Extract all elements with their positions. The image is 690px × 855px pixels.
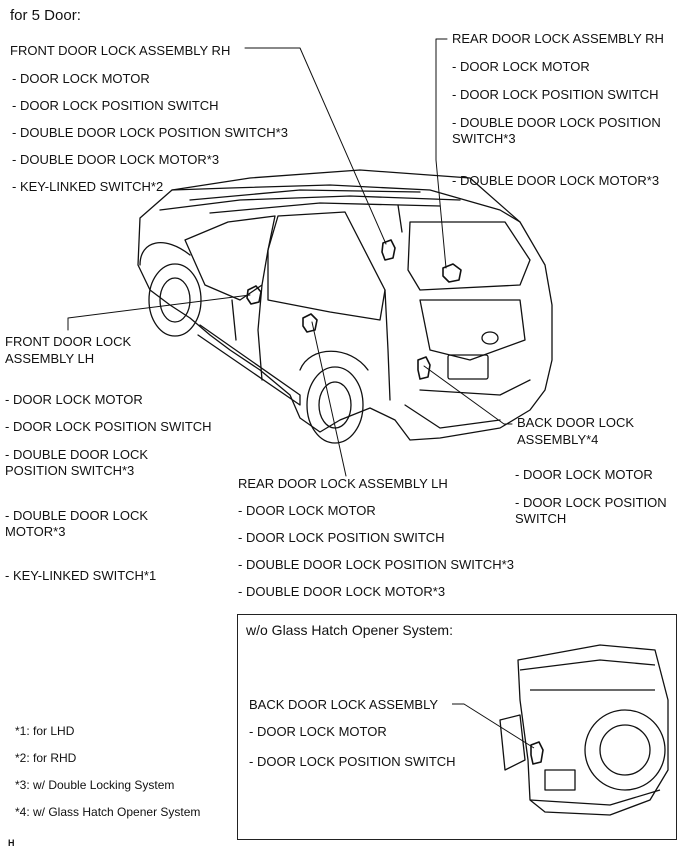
leader-front-rh: [244, 47, 387, 245]
spare-tire: [584, 709, 666, 791]
rear-rh-item: - DOOR LOCK POSITION SWITCH: [452, 87, 659, 102]
page-heading: for 5 Door:: [10, 7, 81, 24]
back-door-item: - DOOR LOCK MOTOR: [515, 467, 653, 482]
rear-lh-item: - DOOR LOCK MOTOR: [238, 503, 376, 518]
back-door-title: BACK DOOR LOCK ASSEMBLY*4: [517, 415, 635, 447]
front-lh-item: - KEY-LINKED SWITCH*1: [5, 568, 157, 583]
front-rh-item: - DOOR LOCK POSITION SWITCH: [12, 98, 219, 113]
suv-roof: [171, 184, 521, 223]
front-rh-lock: [381, 239, 396, 261]
rear-rh-item: - DOUBLE DOOR LOCK POSITION SWITCH*3: [452, 115, 661, 146]
leader-back-door: [423, 365, 513, 425]
front-lh-item: - DOOR LOCK POSITION SWITCH: [5, 419, 212, 434]
rear-lh-item: - DOOR LOCK POSITION SWITCH: [238, 530, 445, 545]
front-lh-item: - DOUBLE DOOR LOCK MOTOR*3: [5, 508, 149, 539]
front-rh-item: - DOUBLE DOOR LOCK MOTOR*3: [12, 152, 220, 167]
front-rh-item: - KEY-LINKED SWITCH*2: [12, 179, 164, 194]
inset-assembly-title: BACK DOOR LOCK ASSEMBLY: [249, 697, 439, 712]
front-wheel: [148, 263, 202, 337]
suv-body-outline: [137, 169, 553, 441]
leader-rear-rh: [435, 38, 448, 269]
inset-panel: [237, 614, 677, 840]
rear-rh-lock: [442, 263, 462, 283]
inset-item: - DOOR LOCK POSITION SWITCH: [249, 754, 456, 769]
footnote: *2: for RHD: [15, 751, 77, 765]
leader-inset: [452, 703, 535, 749]
front-rh-item: - DOUBLE DOOR LOCK POSITION SWITCH*3: [12, 125, 288, 140]
rear-lh-title: REAR DOOR LOCK ASSEMBLY LH: [238, 476, 448, 491]
footnote: *4: w/ Glass Hatch Opener System: [15, 805, 201, 819]
front-lh-item: - DOOR LOCK MOTOR: [5, 392, 143, 407]
front-rh-item: - DOOR LOCK MOTOR: [12, 71, 150, 86]
suv-front-window: [184, 215, 276, 301]
rear-wheel: [306, 366, 364, 444]
inset-lock: [530, 741, 544, 765]
suv-rear-side-window: [267, 211, 386, 321]
footnote: *3: w/ Double Locking System: [15, 778, 175, 792]
rear-rh-title: REAR DOOR LOCK ASSEMBLY RH: [452, 31, 664, 46]
leader-front-lh: [67, 294, 251, 331]
suv-back-window: [407, 221, 531, 291]
inset-title: w/o Glass Hatch Opener System:: [246, 622, 453, 638]
inset-rear-outline: [517, 644, 669, 816]
rear-lh-lock: [302, 313, 318, 333]
front-lh-lock: [246, 285, 262, 305]
back-door-lock: [417, 356, 431, 380]
rear-lh-item: - DOUBLE DOOR LOCK POSITION SWITCH*3: [238, 557, 514, 572]
front-rh-title: FRONT DOOR LOCK ASSEMBLY RH: [10, 43, 231, 58]
front-lh-item: - DOUBLE DOOR LOCK POSITION SWITCH*3: [5, 447, 149, 478]
footnote: *1: for LHD: [15, 724, 75, 738]
inset-item: - DOOR LOCK MOTOR: [249, 724, 387, 739]
back-door-item: - DOOR LOCK POSITION SWITCH: [515, 495, 667, 526]
rear-lh-item: - DOUBLE DOOR LOCK MOTOR*3: [238, 584, 446, 599]
leader-rear-lh: [311, 321, 347, 477]
figure-code: H: [8, 838, 15, 848]
front-lh-title: FRONT DOOR LOCK ASSEMBLY LH: [5, 334, 132, 366]
rear-rh-item: - DOUBLE DOOR LOCK MOTOR*3: [452, 173, 660, 188]
rear-rh-item: - DOOR LOCK MOTOR: [452, 59, 590, 74]
